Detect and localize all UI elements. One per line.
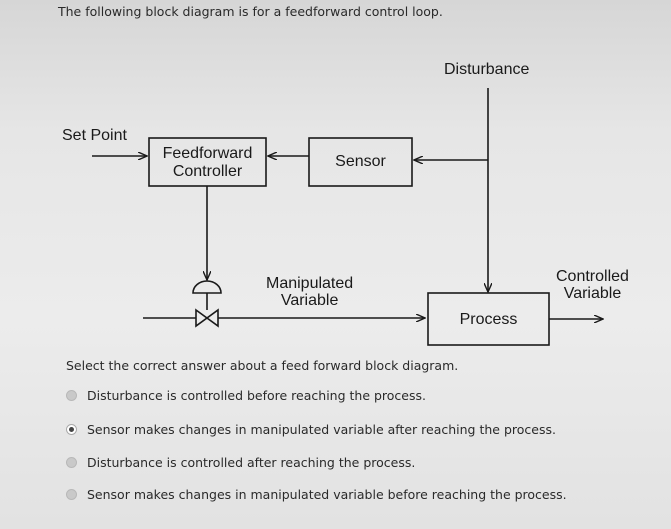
setpoint-label: Set Point: [62, 127, 127, 144]
option-1-label[interactable]: Disturbance is controlled before reachin…: [87, 387, 426, 403]
option-3-label[interactable]: Disturbance is controlled after reaching…: [87, 454, 416, 470]
sensor-box: [308, 137, 413, 187]
controller-label-line2: Controller: [172, 162, 243, 180]
controller-label-line1: Feedforward: [162, 145, 253, 162]
option-1[interactable]: Disturbance is controlled before reachin…: [66, 386, 426, 404]
radio-option-3[interactable]: [66, 456, 77, 468]
sensor-label: Sensor: [335, 153, 386, 170]
disturbance-label: Disturbance: [444, 61, 530, 78]
radio-option-4[interactable]: [66, 488, 77, 500]
controlled-line2: Variable: [563, 284, 622, 302]
option-2-label[interactable]: Sensor makes changes in manipulated vari…: [87, 421, 556, 437]
question-text: The following block diagram is for a fee…: [58, 4, 443, 19]
controlled-line1: Controlled: [556, 268, 629, 285]
option-4[interactable]: Sensor makes changes in manipulated vari…: [66, 485, 567, 503]
controller-label: Feedforward Controller: [149, 145, 266, 180]
process-label: Process: [459, 311, 518, 328]
manipulated-variable-label: Manipulated Variable: [266, 275, 354, 310]
control-valve-icon: [192, 280, 222, 328]
manipulated-line1: Manipulated: [266, 275, 354, 292]
radio-option-2[interactable]: [66, 423, 77, 435]
controlled-variable-label: Controlled Variable: [556, 268, 629, 303]
option-4-label[interactable]: Sensor makes changes in manipulated vari…: [87, 486, 567, 502]
answer-prompt: Select the correct answer about a feed f…: [66, 358, 459, 373]
option-3[interactable]: Disturbance is controlled after reaching…: [66, 453, 415, 471]
radio-option-1[interactable]: [66, 389, 77, 401]
manipulated-line2: Variable: [280, 291, 339, 309]
option-2[interactable]: Sensor makes changes in manipulated vari…: [66, 420, 556, 438]
